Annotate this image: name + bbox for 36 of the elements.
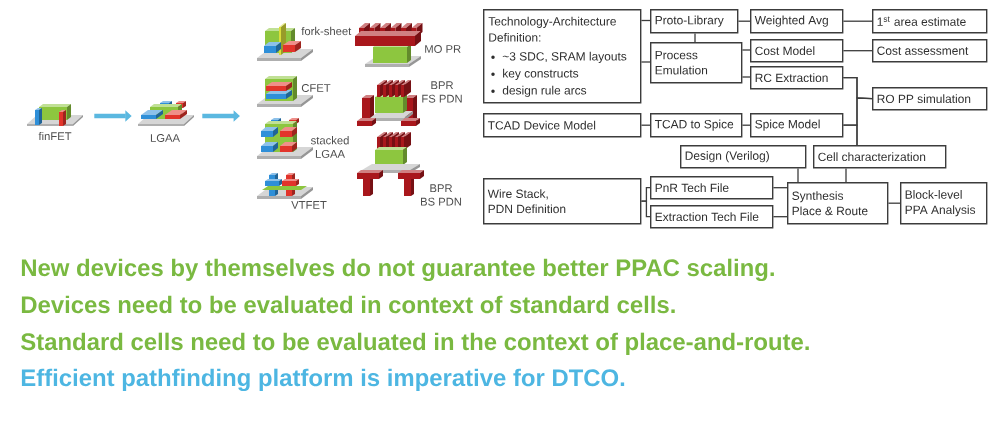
- process-box: Extraction Tech File: [650, 205, 774, 229]
- process-box: Process Emulation: [650, 42, 743, 84]
- process-box: Weighted Avg: [750, 9, 844, 34]
- list-item: key constructs: [503, 68, 579, 80]
- statement-text: Standard cells need to be evaluated in the context of place-and-route.: [21, 332, 809, 355]
- process-box: PnR Tech File: [650, 176, 774, 200]
- device-label: MO PR: [425, 45, 461, 53]
- list-item: design rule arcs: [502, 85, 587, 97]
- process-box: Synthesis Place & Route: [787, 182, 889, 225]
- statement-text: New devices by themselves do not guarantee better PPAC scaling.: [21, 258, 774, 282]
- device-label: stacked LGAA: [310, 136, 349, 158]
- list-item: ~3 SDC, SRAM layouts: [502, 51, 627, 63]
- process-box: Cell characterization: [813, 145, 947, 169]
- box-heading: Technology-Architecture Definition:: [488, 16, 616, 42]
- device-label: VTFET: [291, 201, 327, 209]
- device-label: CFET: [301, 84, 331, 92]
- statement-text: Efficient pathfinding platform is imperative for DTCO.: [21, 368, 625, 392]
- statement-text: Devices need to be evaluated in context of standard cells.: [21, 295, 675, 314]
- device-label: LGAA: [150, 134, 180, 142]
- device-label: BPR FS PDN: [422, 81, 462, 103]
- process-box: 1$^{st}$ area estimate: [872, 9, 988, 34]
- process-box: Cost Model: [750, 39, 844, 63]
- process-box: Block-level PPA Analysis: [900, 182, 988, 225]
- process-box: TCAD to Spice: [650, 113, 743, 138]
- definition-box: [483, 9, 642, 104]
- device-label: finFET: [38, 131, 72, 141]
- process-box: TCAD Device Model: [483, 113, 642, 138]
- process-box: Wire Stack, PDN Definition: [483, 178, 642, 225]
- process-box: Spice Model: [750, 113, 844, 138]
- process-box: Proto-Library: [650, 9, 739, 34]
- device-label: BPR BS PDN: [421, 184, 461, 206]
- process-box: RC Extraction: [750, 66, 844, 90]
- process-box: Cost assessment: [872, 39, 988, 63]
- device-label: fork-sheet: [301, 26, 352, 36]
- process-box: Design (Verilog): [680, 145, 807, 169]
- process-box: RO PP simulation: [872, 87, 988, 111]
